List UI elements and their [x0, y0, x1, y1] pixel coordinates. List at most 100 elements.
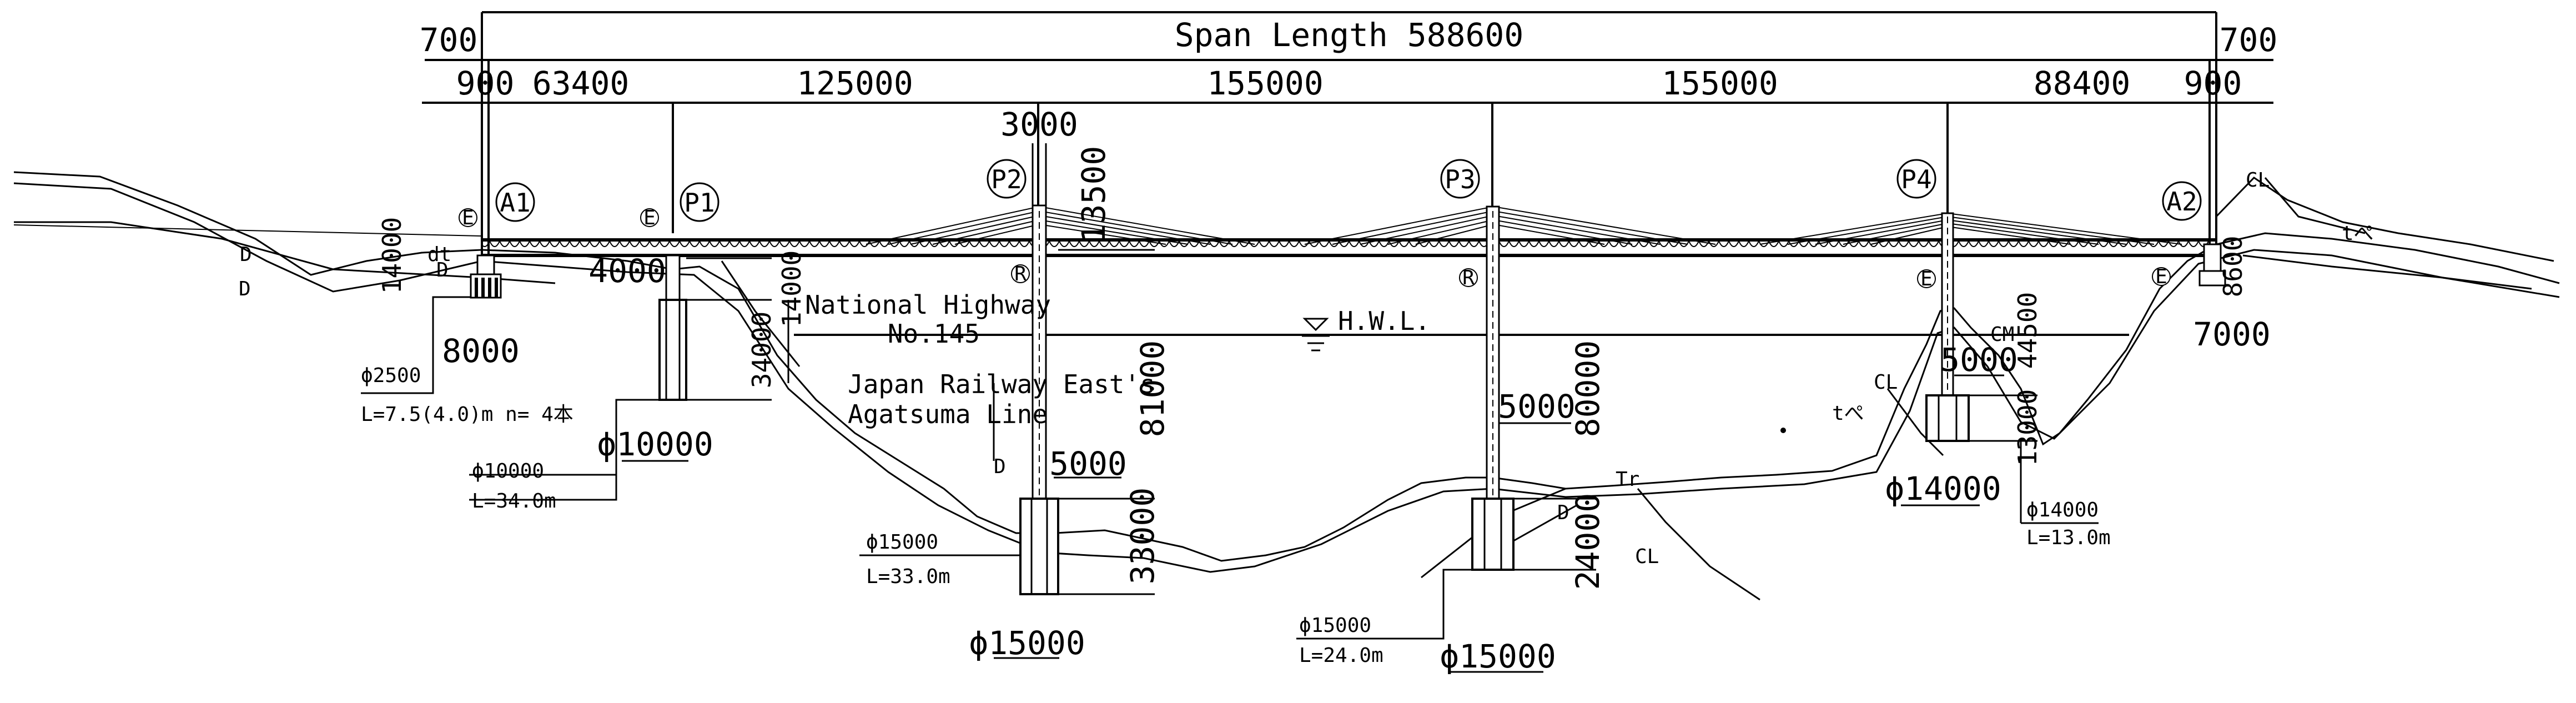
geo-d-1: D: [240, 243, 252, 266]
dimension-ticks: [686, 249, 2037, 595]
survey-point: [1780, 428, 1786, 433]
e-marker-a2: E: [2152, 265, 2171, 288]
span-total-label: Span Length 588600: [1175, 16, 1524, 54]
p3-dia: ϕ15000: [1440, 637, 1556, 675]
support-label-p4: P4: [1896, 159, 1936, 199]
p1-len: L=34.0m: [472, 490, 556, 513]
abutment-a2: [2198, 243, 2226, 287]
support-label-a1: A1: [495, 182, 535, 222]
support-label-a2: A2: [2162, 181, 2202, 221]
geo-dt: dt: [427, 243, 451, 266]
span-dim-0: 900: [456, 64, 515, 102]
p3-dia-note: ϕ15000: [1299, 614, 1371, 637]
pier-p2: [1019, 204, 1059, 595]
geo-d-5: D: [1557, 501, 1569, 524]
span-dim-6: 900: [2184, 64, 2242, 102]
p1-dia-note: ϕ10000: [472, 460, 544, 483]
a2-width-dim: 7000: [2193, 315, 2271, 353]
svg-text:P2: P2: [991, 164, 1022, 194]
a1-pile-spec: L=7.5(4.0)m n= 4本: [361, 403, 573, 426]
geo-te-2: tぺ: [2342, 222, 2374, 245]
stay-cables: [866, 206, 2182, 245]
pier-p3: [1471, 205, 1515, 571]
a2-height-dim: 8600: [2218, 236, 2248, 298]
svg-text:R: R: [1014, 263, 1027, 285]
geo-d-2: D: [239, 278, 251, 300]
support-label-p3: P3: [1440, 159, 1480, 199]
abutment-a1: [470, 254, 502, 299]
p2-len: L=33.0m: [866, 565, 950, 588]
svg-text:E: E: [1920, 268, 1933, 290]
p3-height-dim: 80000: [1569, 340, 1607, 438]
terrain: [13, 171, 2560, 601]
support-label-p1: P1: [680, 182, 720, 222]
p2-caisson-dim: 33000: [1124, 488, 1161, 585]
support-label-p2: P2: [987, 159, 1027, 199]
p1-depth2-dim: 34000: [747, 312, 777, 388]
p1-depth1-dim: 14000: [777, 250, 807, 327]
foundation-notes: [361, 296, 2099, 673]
span-dim-4: 155000: [1662, 64, 1778, 102]
span-dim-5: 88400: [2034, 64, 2131, 102]
pier-p4: [1925, 212, 1970, 442]
p2-height-dim: 81000: [1134, 340, 1171, 438]
p1-dia: ϕ10000: [597, 425, 713, 463]
e-marker-p4: E: [1917, 268, 1936, 290]
e-marker-p1: E: [640, 207, 659, 229]
svg-text:P1: P1: [684, 188, 715, 218]
edge-right-dim: 700: [2220, 21, 2278, 59]
p3-caisson-dim: 24000: [1569, 493, 1607, 590]
p2-dia-note: ϕ15000: [866, 531, 938, 554]
geo-tr: Tr: [1616, 468, 1639, 491]
railway-label-2: Agatsuma Line: [848, 399, 1048, 429]
p4-height-dim: 44500: [2012, 292, 2042, 369]
span-dim-3: 155000: [1207, 64, 1324, 102]
a1-height-dim: 14000: [377, 217, 407, 294]
p2-footing-dim: 5000: [1049, 445, 1127, 483]
svg-text:E: E: [2155, 265, 2167, 288]
railway-label-1: Japan Railway East's: [848, 369, 1155, 399]
svg-text:P3: P3: [1445, 164, 1475, 194]
bridge-deck: [482, 238, 2216, 257]
highway-label-2: No.145: [888, 319, 980, 349]
highway-label-1: National Highway: [805, 290, 1051, 320]
hwl-symbol: [1302, 318, 1330, 352]
svg-text:E: E: [643, 207, 656, 229]
geo-cm: CM: [1990, 323, 2014, 346]
a1-width-dim: 8000: [442, 332, 520, 370]
r-marker-p2: R: [1011, 263, 1030, 285]
geo-d-3: D: [436, 259, 449, 282]
geo-cl-3: CL: [2246, 169, 2270, 192]
e-marker-a1: E: [459, 207, 477, 229]
geo-cl-2: CL: [1874, 371, 1898, 394]
survey-line: [13, 224, 482, 237]
p4-footing-dim: 5000: [1940, 341, 2018, 379]
pier-p1: [658, 254, 687, 401]
p4-len: L=13.0m: [2026, 526, 2111, 549]
span-dim-2: 125000: [797, 64, 913, 102]
svg-text:A1: A1: [500, 188, 530, 218]
geo-cl-1: CL: [1635, 545, 1659, 568]
p1-offset-dim: 4000: [588, 252, 666, 290]
p3-footing-dim: 5000: [1498, 388, 1576, 425]
svg-text:R: R: [1462, 267, 1475, 289]
edge-left-dim: 700: [420, 21, 478, 59]
p4-caisson-dim: 13000: [2012, 389, 2042, 466]
p4-dia-note: ϕ14000: [2026, 499, 2099, 521]
dimension-lines: [422, 11, 2273, 255]
p4-dia: ϕ14000: [1885, 470, 2001, 508]
tower-top-height: 13500: [1075, 146, 1113, 243]
geo-d-4: D: [994, 455, 1006, 478]
span-dim-1: 63400: [532, 64, 630, 102]
r-marker-p3: R: [1459, 267, 1478, 289]
p2-dia: ϕ15000: [969, 624, 1085, 662]
tower-top-width: 3000: [1000, 106, 1078, 143]
hwl-label: H.W.L.: [1338, 306, 1430, 336]
a1-pile-dia: ϕ2500: [361, 364, 421, 387]
geo-te-1: tぺ: [1832, 402, 1864, 425]
svg-text:E: E: [462, 207, 474, 229]
svg-text:A2: A2: [2166, 187, 2197, 217]
p3-len: L=24.0m: [1299, 644, 1383, 667]
